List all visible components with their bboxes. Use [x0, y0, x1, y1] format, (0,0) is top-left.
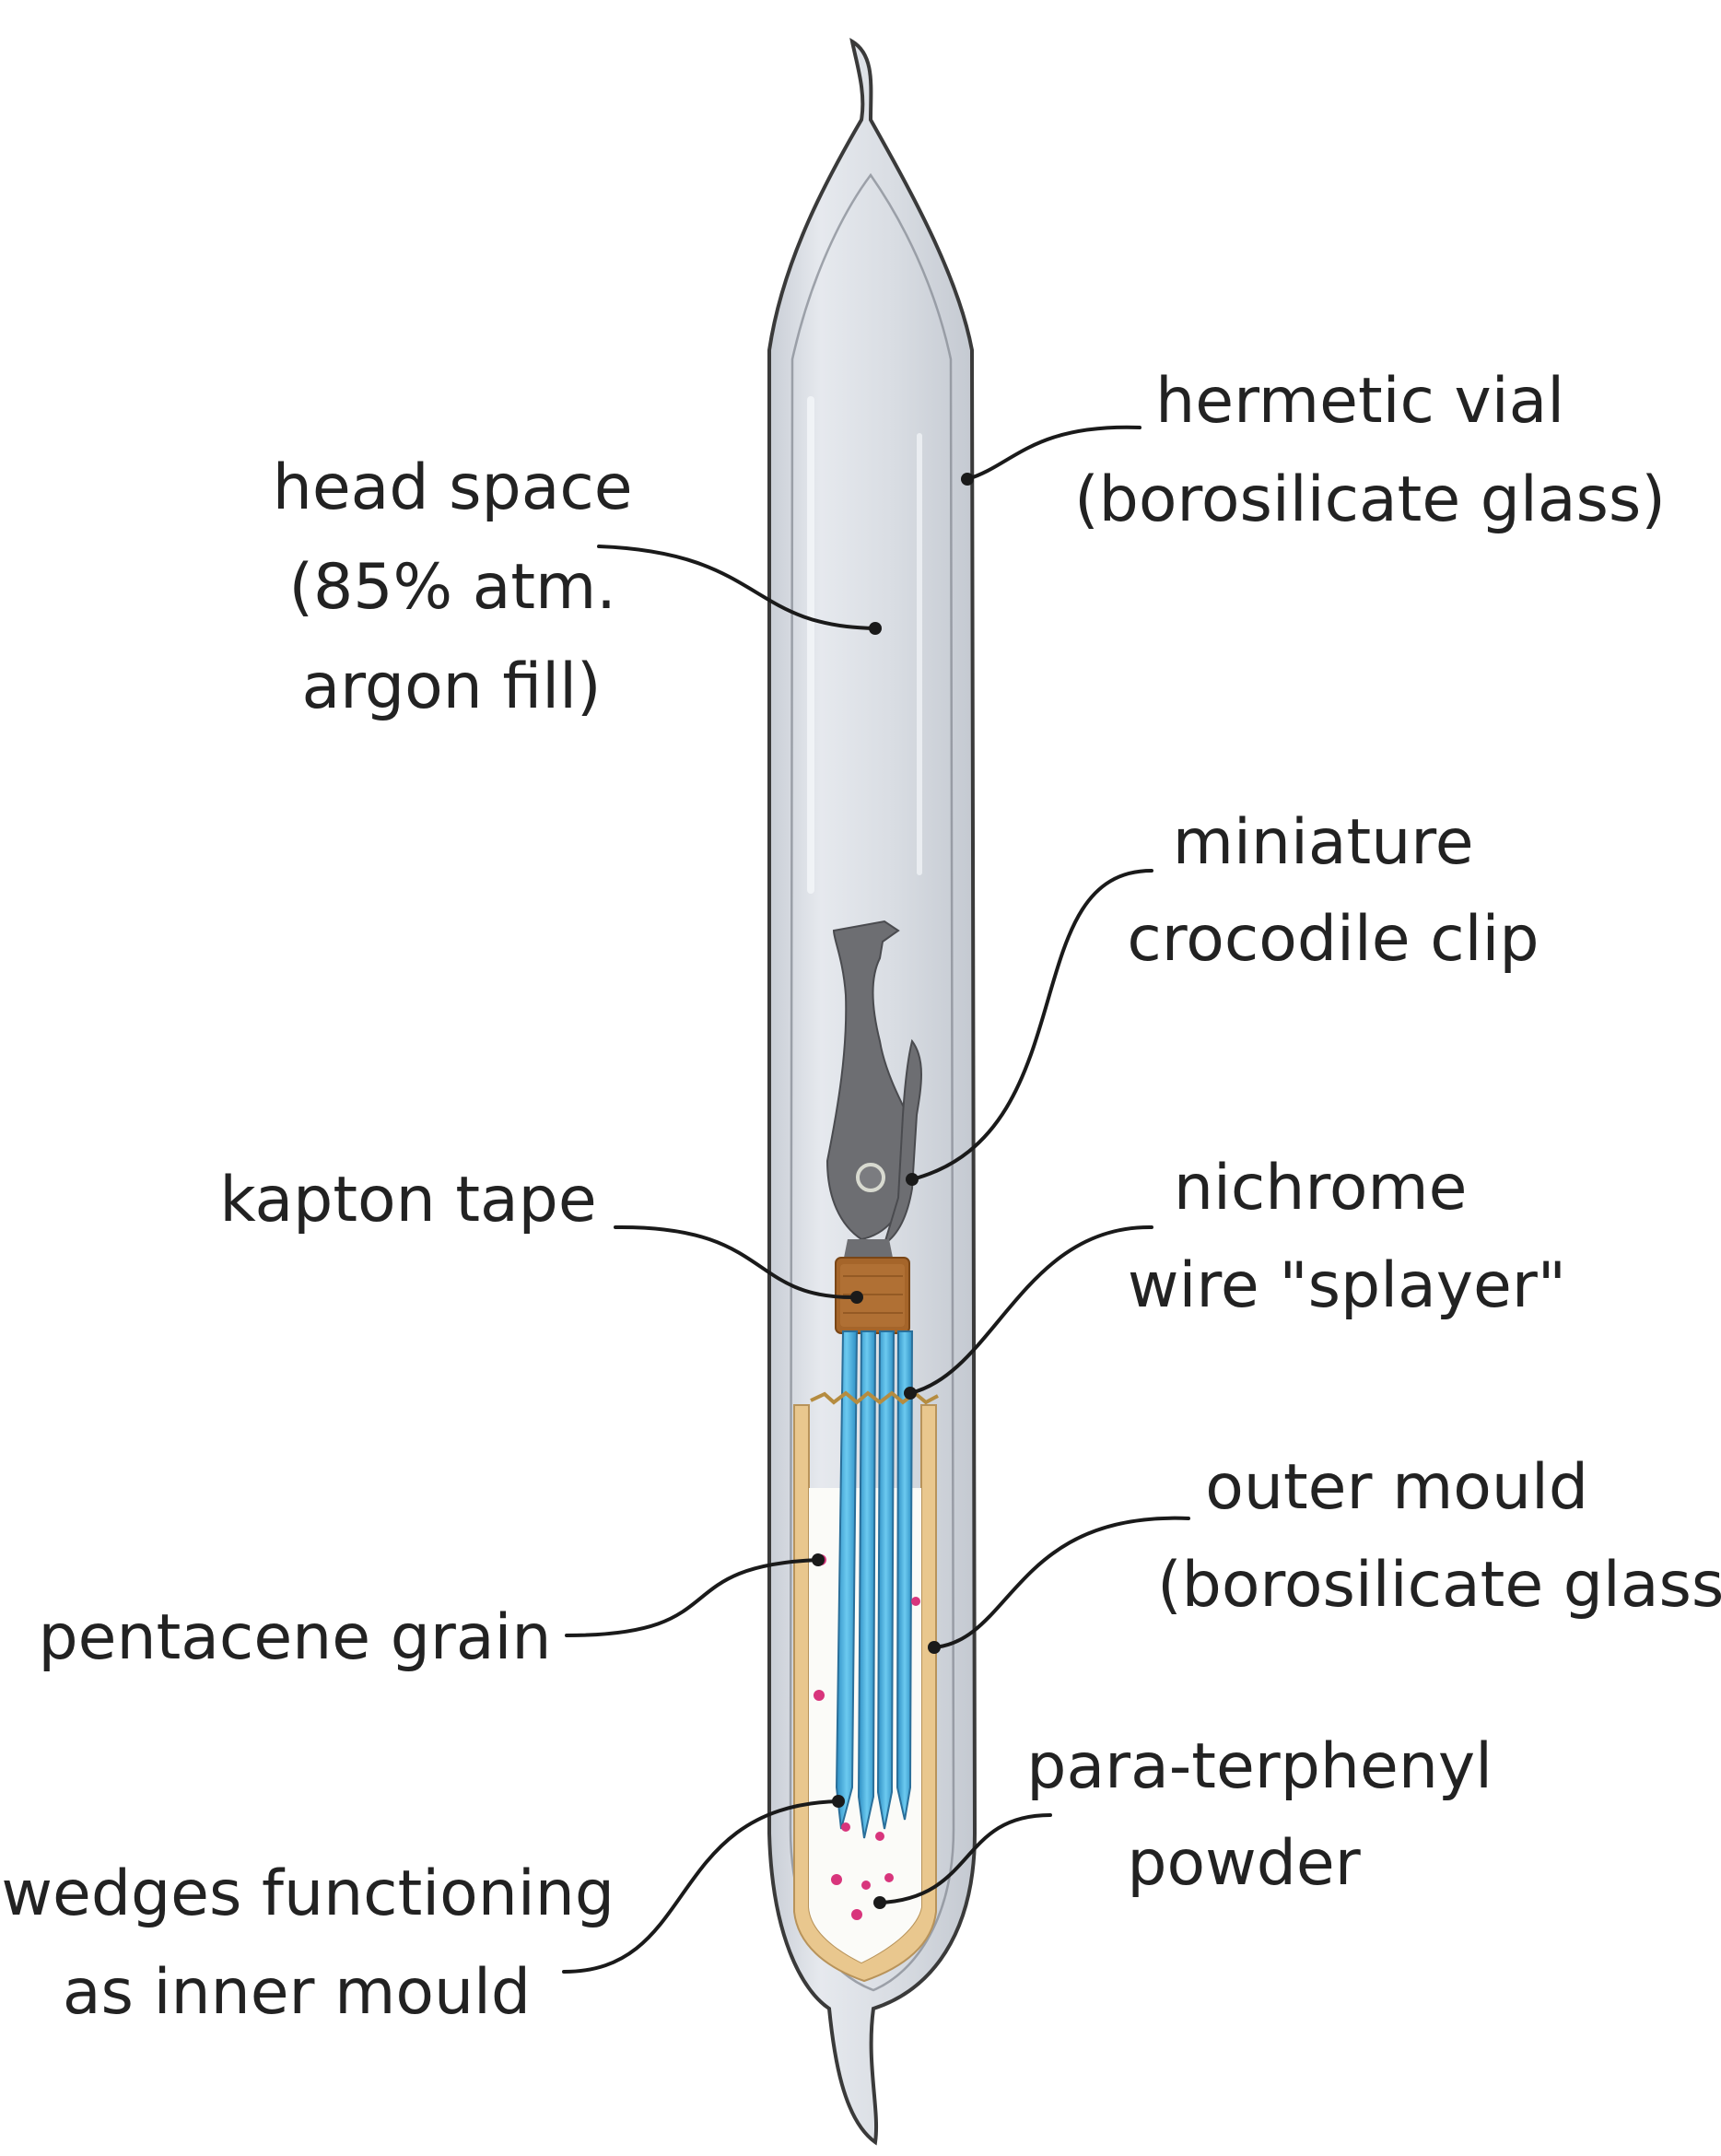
- clip-jaw-right: [883, 1038, 922, 1247]
- nichrome-wire: [810, 1390, 939, 1405]
- pentacene-grain: [851, 1909, 862, 1920]
- leader-dot: [832, 1795, 845, 1808]
- wedge: [835, 1330, 859, 1830]
- leader-dot: [904, 1387, 917, 1400]
- label-hermetic-vial: hermetic vial (borosilicate glass): [1074, 365, 1666, 536]
- label-crocodile-clip: miniature crocodile clip: [1127, 806, 1539, 976]
- pentacene-grain: [841, 1822, 850, 1832]
- label-para-terphenyl: para-terphenyl powder: [1026, 1730, 1512, 1900]
- wedge: [896, 1330, 914, 1821]
- leader-dot: [906, 1173, 919, 1186]
- leader-nichrome-wire: [908, 1224, 1153, 1395]
- labels: hermetic vial (borosilicate glass) head …: [1, 365, 1721, 2029]
- leader-lines: [562, 425, 1190, 1974]
- leader-dot: [928, 1641, 941, 1654]
- pentacene-grain: [831, 1874, 842, 1885]
- pentacene-grain: [814, 1690, 825, 1701]
- vial-highlight-right: [917, 433, 922, 875]
- leader-crocodile-clip: [910, 869, 1153, 1181]
- pentacene-grain: [911, 1597, 920, 1606]
- leader-pentacene-grain: [565, 1558, 820, 1637]
- leader-outer-mould: [932, 1516, 1190, 1649]
- label-outer-mould: outer mould (borosilicate glass): [1157, 1451, 1721, 1622]
- wedge: [857, 1330, 877, 1839]
- pentacene-grain: [875, 1832, 884, 1841]
- clip-pivot: [856, 1163, 885, 1192]
- pentacene-grain: [884, 1873, 894, 1882]
- label-nichrome-wire: nichrome wire "splayer": [1128, 1152, 1566, 1322]
- label-wedges: wedges functioning as inner mould: [1, 1857, 634, 2029]
- clip-neck: [843, 1239, 894, 1262]
- leader-kapton-tape: [614, 1224, 859, 1300]
- crocodile-clip: [825, 920, 922, 1262]
- label-kapton-tape: kapton tape: [219, 1164, 596, 1236]
- pentacene-grain: [861, 1881, 871, 1890]
- vial-highlight: [807, 396, 814, 894]
- label-head-space: head space (85% atm. argon fill): [273, 451, 653, 723]
- leader-dot: [869, 622, 882, 635]
- leader-head-space: [597, 545, 877, 630]
- leader-para-terphenyl: [878, 1813, 1052, 1904]
- wedge: [876, 1330, 896, 1830]
- leader-dot: [850, 1291, 863, 1304]
- label-pentacene-grain: pentacene grain: [39, 1601, 552, 1674]
- wedges: [835, 1330, 914, 1839]
- leader-dot: [961, 473, 974, 486]
- leader-wedges: [562, 1799, 840, 1974]
- clip-jaw-left: [825, 920, 908, 1241]
- leader-dot: [812, 1553, 825, 1566]
- leader-hermetic-vial: [966, 425, 1141, 481]
- leader-dot: [873, 1896, 886, 1909]
